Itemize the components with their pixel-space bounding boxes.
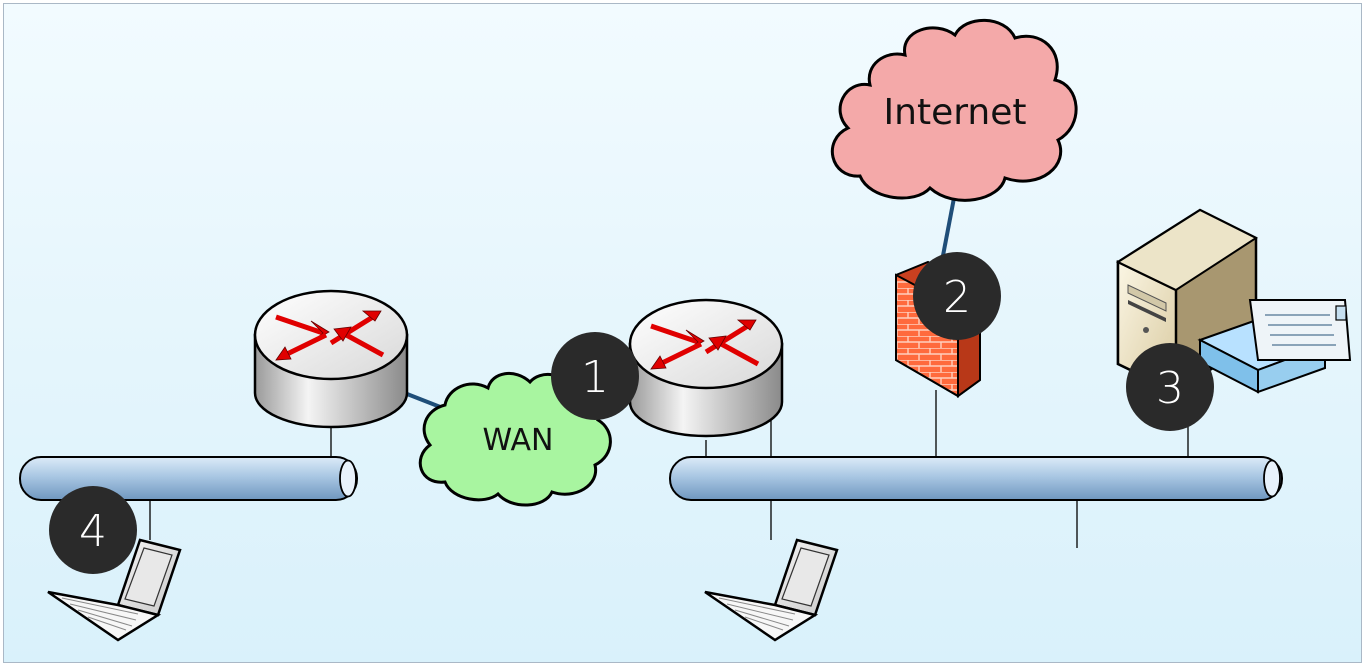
router-icon [253, 289, 409, 429]
laptop-icon [47, 538, 182, 642]
laptop-icon [704, 538, 839, 642]
mail-tray-icon [1197, 299, 1352, 394]
badge-3: 3 [1126, 343, 1214, 431]
router-icon [628, 298, 784, 438]
svg-text:1: 1 [581, 352, 609, 403]
wan-cloud: WAN [418, 372, 612, 507]
badge-1: 1 [551, 332, 639, 420]
svg-text:3: 3 [1156, 363, 1184, 414]
svg-text:4: 4 [79, 506, 107, 557]
internet-label: Internet [884, 92, 1027, 133]
badge-4: 4 [49, 486, 137, 574]
wan-label: WAN [483, 423, 554, 458]
internet-cloud: Internet [830, 18, 1078, 202]
badge-2: 2 [913, 252, 1001, 340]
backbone-right [669, 456, 1283, 501]
drop-lines [149, 390, 1189, 548]
svg-text:2: 2 [943, 272, 971, 323]
